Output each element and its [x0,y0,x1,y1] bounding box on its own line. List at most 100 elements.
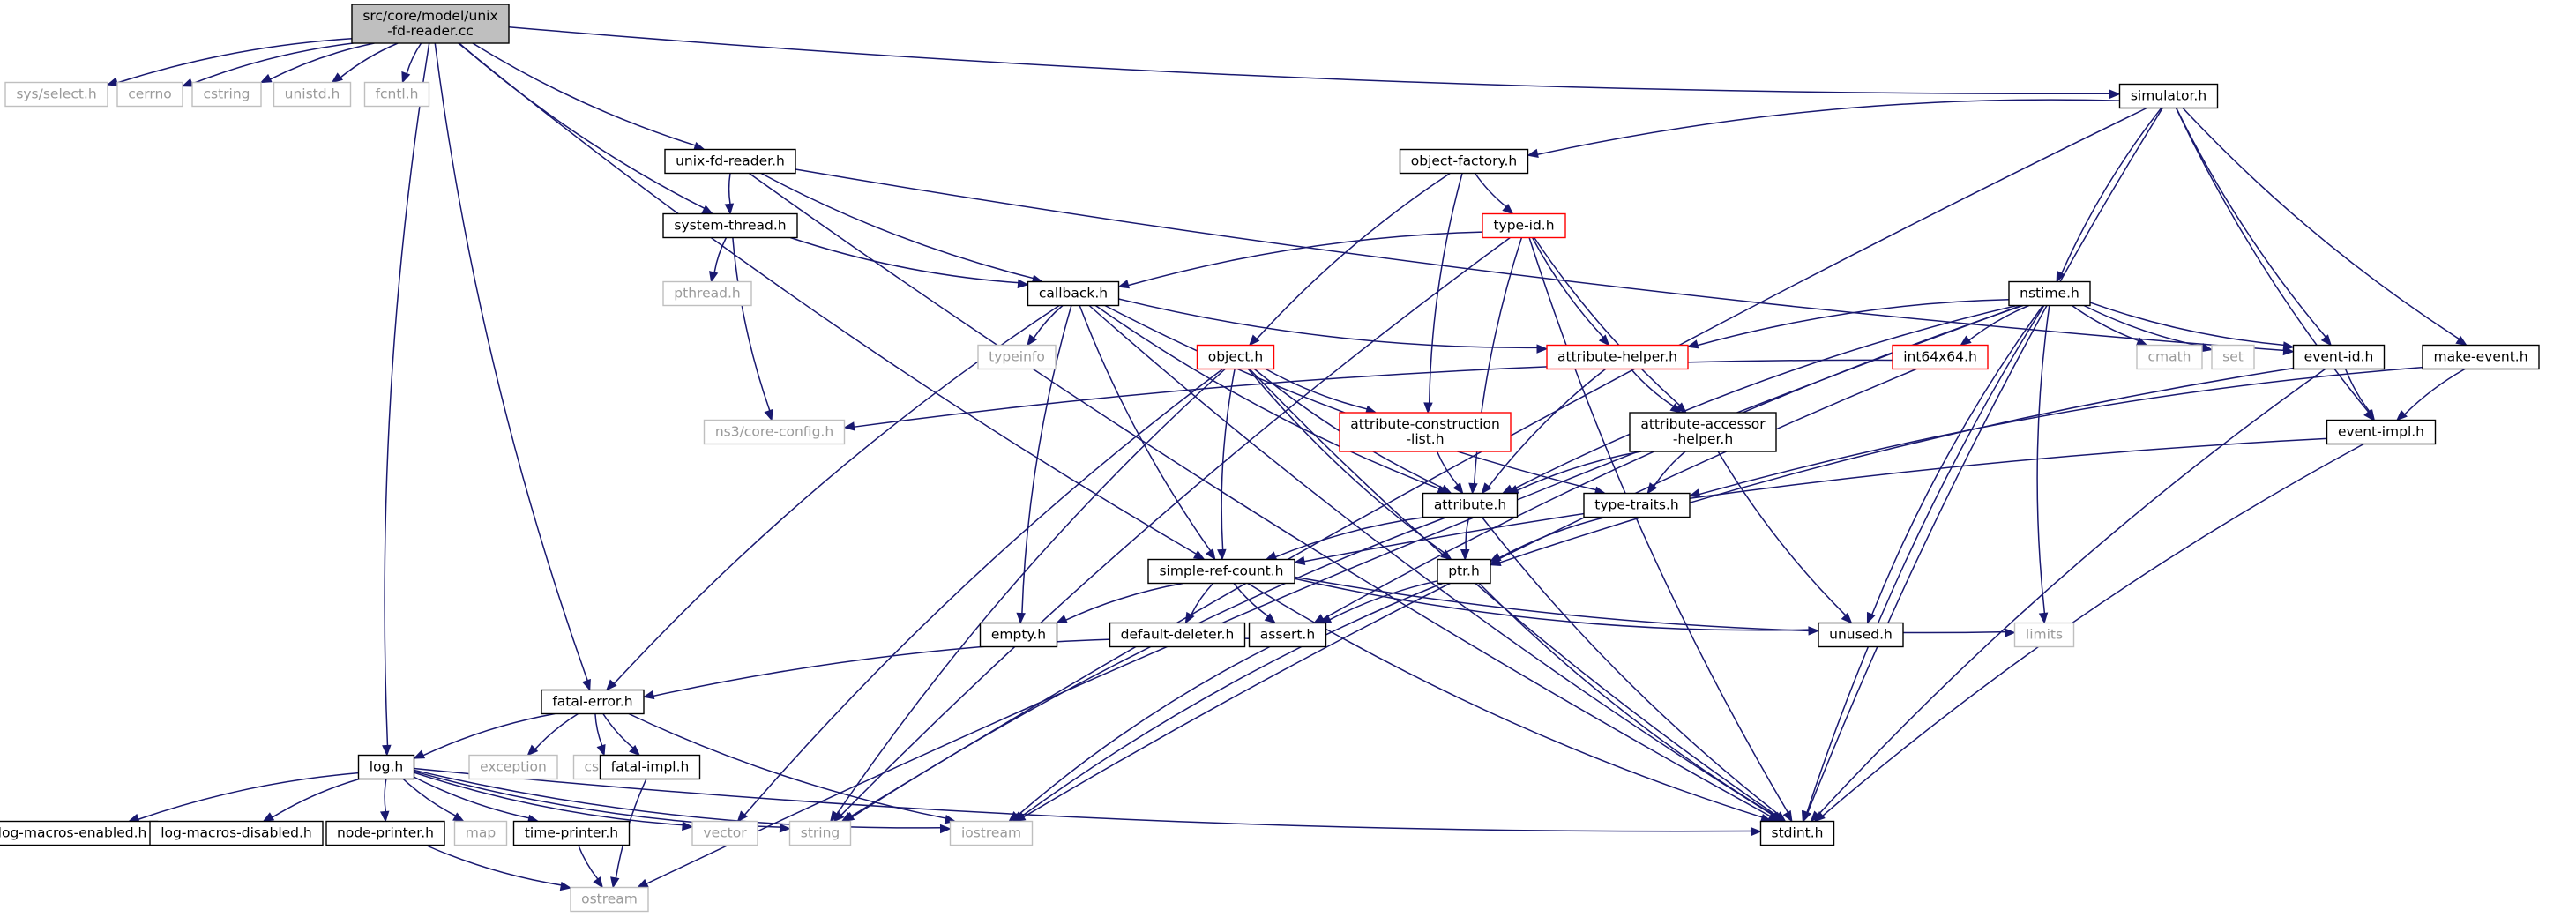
edge-line [425,844,562,886]
node-time-printer[interactable]: time-printer.h [512,820,631,846]
edge-ptr-to-assert [1319,580,1438,624]
node-unistd[interactable]: unistd.h [273,81,352,108]
node-vector[interactable]: vector [691,820,758,846]
edge-line [594,713,603,747]
edge-attribute-to-string [842,516,1447,823]
node-cmath[interactable]: cmath [2136,344,2203,370]
node-box [691,820,758,846]
edge-event-id-to-ptr [1489,367,2294,566]
node-attribute-helper[interactable]: attribute-helper.h [1546,344,1689,370]
node-unix-fd-reader-h[interactable]: unix-fd-reader.h [664,148,796,175]
node-label: fatal-impl.h [611,759,690,775]
edge-event-impl-to-stdint [1813,443,2364,823]
node-nstime[interactable]: nstime.h [2008,280,2091,307]
node-limits[interactable]: limits [2013,622,2075,648]
node-stdint[interactable]: stdint.h [1759,820,1835,846]
node-label: src/core/model/unix [362,8,497,24]
node-label: ptr.h [1448,563,1480,579]
edge-line [1653,451,1686,487]
node-make-event[interactable]: make-event.h [2422,344,2540,370]
node-cerrno[interactable]: cerrno [116,81,183,108]
edge-nstime-to-attribute-helper [1686,299,2010,349]
arrowhead [526,744,539,757]
edge-make-event-to-type-traits [1688,366,2423,498]
node-ptr[interactable]: ptr.h [1437,558,1491,585]
node-fatal-error[interactable]: fatal-error.h [541,689,645,715]
edge-line [402,778,457,816]
node-log-macros-enabled[interactable]: log-macros-enabled.h [0,820,159,846]
node-event-impl[interactable]: event-impl.h [2326,419,2437,445]
arrowhead [1016,612,1026,624]
node-simple-ref-count[interactable]: simple-ref-count.h [1147,558,1295,585]
node-node-printer[interactable]: node-printer.h [325,820,445,846]
node-system-thread[interactable]: system-thread.h [662,212,798,239]
arrowhead [1423,402,1433,414]
node-label: type-id.h [1493,218,1554,234]
arrowhead [331,72,343,84]
node-ns3-core-config[interactable]: ns3/core-config.h [703,419,846,445]
node-log-macros-disabled[interactable]: log-macros-disabled.h [149,820,324,846]
edge-line [1128,231,1483,287]
node-default-deleter[interactable]: default-deleter.h [1109,622,1246,648]
node-pthread[interactable]: pthread.h [662,280,752,307]
node-log[interactable]: log.h [357,754,415,780]
arrowhead [1217,548,1227,561]
node-simulator[interactable]: simulator.h [2118,83,2219,109]
node-map[interactable]: map [453,820,508,846]
node-ostream[interactable]: ostream [570,886,649,913]
node-object[interactable]: object.h [1196,344,1275,370]
arrowhead [1468,482,1478,495]
node-cstring[interactable]: cstring [191,81,262,108]
edge-attribute-accessor-helper-to-unused [1717,451,1853,624]
node-box [116,81,183,108]
node-assert[interactable]: assert.h [1248,622,1327,648]
node-label: attribute-helper.h [1557,349,1677,365]
node-unused[interactable]: unused.h [1818,622,1904,648]
node-type-traits[interactable]: type-traits.h [1583,492,1691,518]
edge-line [2344,369,2371,413]
edge-line [1303,437,2327,563]
arrowhead [605,679,617,691]
node-event-id[interactable]: event-id.h [2292,344,2386,370]
edge-line [728,173,731,205]
node-iostream[interactable]: iostream [949,820,1034,846]
edge-line [1818,368,2326,816]
edge-line [1256,172,1451,339]
arrowhead [1502,203,1514,215]
node-attribute-accessor-helper[interactable]: attribute-accessor-helper.h [1629,412,1777,452]
edge-line [760,172,1034,280]
node-fatal-impl[interactable]: fatal-impl.h [599,754,701,780]
node-box [2136,344,2203,370]
node-label: exception [480,759,547,775]
node-attribute-construction-list[interactable]: attribute-construction-list.h [1339,412,1512,452]
edge-line [2072,304,2139,342]
node-label: vector [703,825,747,841]
edge-object-to-attribute-construction-list [1265,368,1378,415]
node-fcntl[interactable]: fcntl.h [363,81,430,108]
node-label: object.h [1208,349,1264,365]
edge-type-traits-to-ptr [1489,516,1606,563]
arrowhead [842,811,855,823]
node-root[interactable]: src/core/model/unix-fd-reader.cc [351,4,510,44]
node-typeinfo[interactable]: typeinfo [977,344,1057,370]
node-set[interactable]: set [2211,344,2255,370]
node-type-id[interactable]: type-id.h [1482,212,1566,239]
node-string[interactable]: string [788,820,852,846]
node-object-factory[interactable]: object-factory.h [1399,148,1529,175]
edge-line [1534,237,1681,406]
edge-line [459,42,706,210]
arrowhead [1264,613,1276,624]
node-sys-select[interactable]: sys/select.h [4,81,108,108]
edge-event-id-to-stdint [1810,368,2326,823]
node-box [1546,344,1689,370]
node-exception[interactable]: exception [468,754,558,780]
node-callback[interactable]: callback.h [1027,280,1120,307]
edge-line [384,779,387,812]
edge-nstime-to-attribute [1501,304,2018,495]
node-box [273,81,352,108]
node-empty[interactable]: empty.h [979,622,1058,648]
node-attribute[interactable]: attribute.h [1422,492,1519,518]
edge-object-factory-to-type-id [1474,173,1514,215]
node-int64x64[interactable]: int64x64.h [1892,344,1989,370]
edge-attribute-accessor-helper-to-type-traits [1646,451,1686,495]
